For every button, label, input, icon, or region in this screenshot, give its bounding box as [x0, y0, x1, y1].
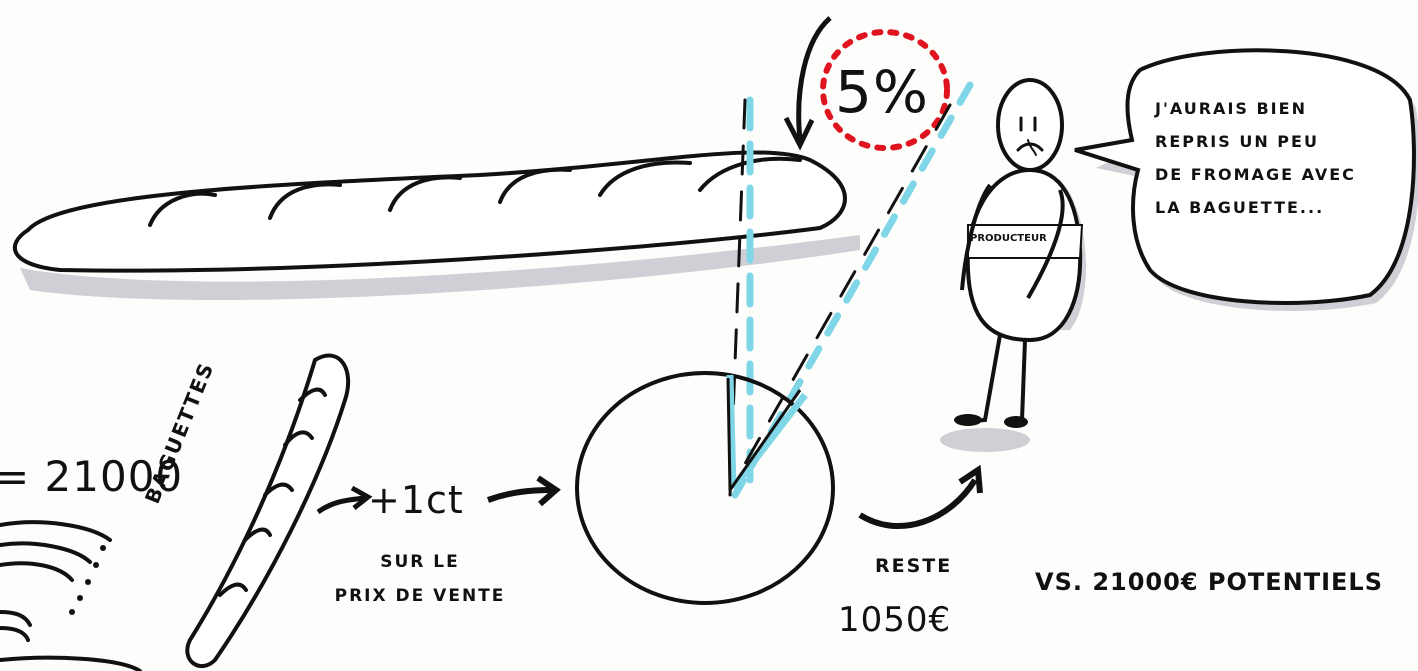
equation-fragment: = 21000 [0, 452, 184, 501]
arrow-price-to-pie-head [536, 475, 561, 507]
producer-label: PRODUCTEUR [970, 233, 1047, 244]
price-increase-note: SUR LE PRIX DE VENTE [334, 552, 506, 606]
percentage-highlight [820, 29, 950, 151]
coin-stack-dots [69, 545, 106, 615]
speech-bubble [1074, 48, 1416, 305]
producer-leg-left [959, 334, 1002, 424]
producer-foot-right [1004, 416, 1028, 428]
coin-stack-partial [0, 520, 142, 671]
arrow-baguettes-to-price [316, 495, 366, 515]
producer-shadow [940, 428, 1030, 452]
percentage-label: 5% [835, 58, 930, 126]
producer-face [1016, 116, 1044, 156]
arrow-to-slice [796, 16, 832, 141]
guide-lines [728, 81, 974, 499]
price-increase: +1ct [368, 478, 464, 522]
speech-bubble-text: J'AURAIS BIEN REPRIS UN PEU DE FROMAGE A… [1155, 99, 1356, 217]
remaining-amount: 1050€ [838, 600, 952, 640]
producer-foot-left [954, 414, 982, 426]
baguette-small-cuts [218, 387, 327, 597]
arrow-to-producer-head [958, 464, 983, 494]
baguette-shadow [20, 235, 860, 301]
producer-arm-left [960, 183, 992, 291]
arrow-to-producer [858, 478, 978, 530]
baguette-large [12, 150, 847, 273]
arrow-price-to-pie [486, 487, 553, 503]
producer-head [996, 78, 1064, 172]
arrow-to-slice-head [783, 116, 815, 151]
pie-circle [575, 371, 835, 605]
remaining-label: RESTE [875, 555, 953, 577]
arrow-baguettes-to-price-head [350, 485, 373, 510]
pie-slice-outline [726, 377, 802, 491]
producer-arm-right [1026, 189, 1065, 300]
comparison-text: VS. 21000€ POTENTIELS [1035, 568, 1383, 596]
baguette-cuts [148, 156, 802, 227]
pie-slice [726, 374, 808, 491]
producer-leg-right [1007, 339, 1027, 427]
